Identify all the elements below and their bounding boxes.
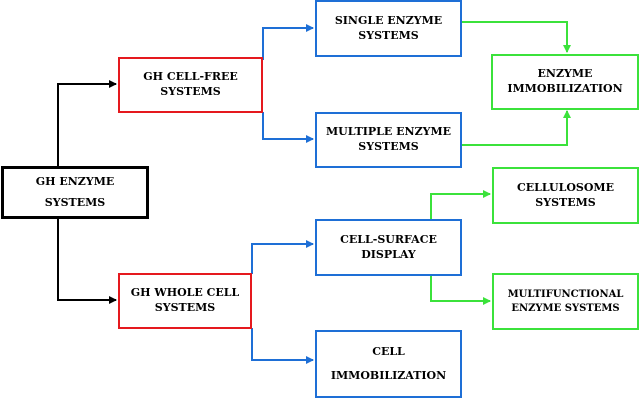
arrow-multiple-to-enzyme-immob — [462, 110, 571, 146]
arrow-root-to-whole-cell — [57, 218, 117, 304]
arrow-cell-free-to-multiple — [262, 112, 314, 143]
node-enzyme-immobilization: ENZYME IMMOBILIZATION — [491, 54, 639, 110]
node-cell-surface-display: CELL-SURFACE DISPLAY — [315, 219, 462, 276]
arrow-single-to-enzyme-immob — [462, 21, 571, 53]
node-gh-enzyme-systems: GH ENZYME SYSTEMS — [1, 166, 149, 219]
node-single-enzyme-systems: SINGLE ENZYME SYSTEMS — [315, 0, 462, 57]
arrow-whole-cell-to-surface — [251, 240, 314, 274]
node-multifunctional-enzyme-systems: MULTIFUNCTIONAL ENZYME SYSTEMS — [492, 273, 639, 330]
arrow-surface-to-cellulosome — [430, 190, 491, 220]
node-gh-cell-free-systems: GH CELL-FREE SYSTEMS — [118, 57, 263, 113]
node-gh-whole-cell-systems: GH WHOLE CELL SYSTEMS — [118, 273, 252, 329]
arrow-whole-cell-to-cell-immob — [251, 328, 314, 364]
node-cell-immobilization: CELL IMMOBILIZATION — [315, 330, 462, 398]
arrow-surface-to-multifunctional — [430, 275, 491, 305]
arrow-root-to-cell-free — [57, 80, 117, 167]
node-multiple-enzyme-systems: MULTIPLE ENZYME SYSTEMS — [315, 112, 462, 168]
node-cellulosome-systems: CELLULOSOME SYSTEMS — [492, 167, 639, 224]
arrow-cell-free-to-single — [262, 24, 314, 60]
